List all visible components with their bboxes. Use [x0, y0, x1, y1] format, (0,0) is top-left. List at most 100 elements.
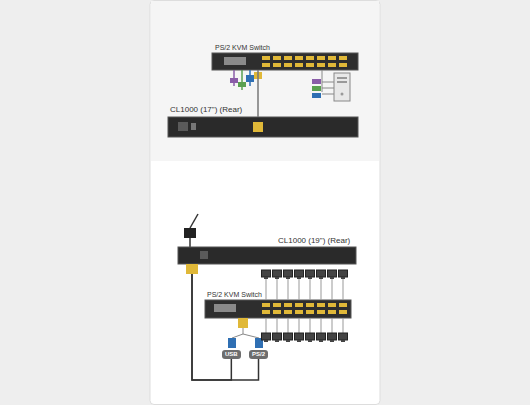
- port: [262, 310, 270, 314]
- computer-icon: [312, 70, 350, 101]
- computer-icon: [262, 333, 271, 340]
- computer-icon: [339, 333, 348, 340]
- port: [339, 303, 347, 307]
- port: [328, 303, 336, 307]
- cable: [277, 318, 278, 333]
- connector-label: PS/2: [252, 351, 265, 358]
- power-cord: [189, 238, 191, 247]
- cable: [343, 318, 344, 333]
- port: [328, 63, 336, 67]
- vga-plug: [253, 122, 263, 132]
- device-label: PS/2 KVM Switch: [215, 43, 361, 52]
- port: [295, 303, 303, 307]
- cable: [332, 279, 333, 300]
- power-cord: [190, 214, 198, 228]
- computer-stand: [319, 277, 323, 279]
- port: [295, 56, 303, 60]
- power-socket: [200, 251, 208, 259]
- port: [295, 63, 303, 67]
- port: [306, 63, 314, 67]
- port: [317, 63, 325, 67]
- device-label: CL1000 (19") (Rear): [278, 236, 456, 245]
- cable: [343, 279, 344, 300]
- computer-stand: [341, 277, 345, 279]
- computer-stand: [319, 340, 323, 342]
- console-unit-body: [178, 247, 356, 264]
- power-plug: [184, 228, 196, 238]
- port: [273, 56, 281, 60]
- cable: [310, 318, 311, 333]
- computer-icon: [339, 270, 348, 277]
- cable: [332, 318, 333, 333]
- port: [295, 310, 303, 314]
- computer-stand: [330, 277, 334, 279]
- port: [306, 310, 314, 314]
- kvm-switch: PS/2 KVM Switch: [212, 53, 358, 70]
- console-unit-body: [168, 117, 358, 137]
- console-port: [224, 57, 246, 65]
- cable: [288, 279, 289, 300]
- cable: [321, 318, 322, 333]
- computer-stand: [264, 340, 268, 342]
- cable: [266, 318, 267, 333]
- computer-icon: [273, 270, 282, 277]
- cable: [310, 279, 311, 300]
- panel: [150, 1, 380, 405]
- device-label: CL1000 (17") (Rear): [170, 105, 360, 114]
- computer-stand: [275, 277, 279, 279]
- connector-tag: PS/2: [249, 350, 268, 359]
- computer-stand: [308, 277, 312, 279]
- computer-stand: [286, 340, 290, 342]
- panel-band: [151, 1, 379, 161]
- computer-stand: [286, 277, 290, 279]
- console-cables: [230, 70, 262, 90]
- computer-icon: [328, 270, 337, 277]
- computer-icon: [295, 270, 304, 277]
- computer-stand: [308, 340, 312, 342]
- cable: [299, 318, 300, 333]
- device-label: PS/2 KVM Switch: [207, 290, 353, 299]
- connector-label: USB: [225, 351, 238, 358]
- computer-icon: [284, 333, 293, 340]
- port: [284, 63, 292, 67]
- computer-icon: [306, 333, 315, 340]
- port: [317, 56, 325, 60]
- computer-icon: [262, 270, 271, 277]
- port: [262, 63, 270, 67]
- cable: [288, 318, 289, 333]
- port: [339, 310, 347, 314]
- port: [262, 56, 270, 60]
- computer-icon: [317, 333, 326, 340]
- computer-icon: [306, 270, 315, 277]
- port: [328, 56, 336, 60]
- port: [284, 56, 292, 60]
- port: [262, 303, 270, 307]
- port: [339, 56, 347, 60]
- cable: [299, 279, 300, 300]
- port: [273, 63, 281, 67]
- kvm-switch-body: [212, 53, 358, 70]
- cable: [321, 279, 322, 300]
- port: [284, 310, 292, 314]
- cable: [192, 274, 259, 380]
- console-port: [214, 304, 236, 312]
- ports-and-computers: [262, 56, 348, 342]
- port: [284, 303, 292, 307]
- computer-stand: [330, 340, 334, 342]
- connector-tag: USB: [222, 350, 241, 359]
- kvm-switch-body: [205, 300, 351, 318]
- kvm-switch: PS/2 KVM Switch: [205, 300, 351, 318]
- console-cables: [228, 318, 263, 348]
- computer-icon: [328, 333, 337, 340]
- port: [339, 63, 347, 67]
- computer-stand: [297, 340, 301, 342]
- power-socket: [178, 122, 188, 131]
- power-switch: [191, 123, 196, 130]
- port: [273, 310, 281, 314]
- port: [317, 303, 325, 307]
- computer-stand: [297, 277, 301, 279]
- vga-plug: [186, 264, 198, 274]
- port: [306, 56, 314, 60]
- computer-icon: [273, 333, 282, 340]
